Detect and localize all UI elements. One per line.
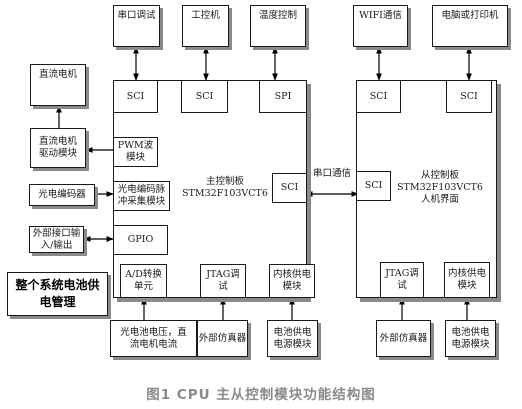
system-battery-management-title: 整个系统电池供 电管理 <box>7 272 108 316</box>
master-board-title: 主控制板 STM32F103VCT6 <box>182 176 268 199</box>
master-sci-right: SCI <box>272 173 307 203</box>
serial-debug-device: 串口调试 <box>113 5 160 47</box>
dc-motor: 直流电机 <box>30 64 86 106</box>
master-sci-2: SCI <box>181 80 228 113</box>
external-emulator-2: 外部仿真器 <box>376 320 431 357</box>
ipc-device: 工控机 <box>182 5 229 47</box>
master-core-power: 内核供电 模块 <box>269 264 315 298</box>
motor-driver-module: 直流电机 驱动模块 <box>30 128 86 168</box>
pc-printer-device: 电脑或打印机 <box>432 5 508 47</box>
slave-sci-top-right: SCI <box>446 80 492 113</box>
master-gpio: GPIO <box>113 225 168 255</box>
temp-control-device: 温度控制 <box>250 5 306 47</box>
wifi-device: WIFI通信 <box>353 5 408 47</box>
slave-core-power: 内核供电 模块 <box>444 262 490 298</box>
master-photo-pulse-module: 光电编码脉 冲采集模块 <box>113 181 170 211</box>
figure-caption: 图1 CPU 主从控制模块功能结构图 <box>146 387 376 403</box>
battery-power-module-1: 电池供电 电源模块 <box>267 320 318 357</box>
master-jtag: JTAG调 试 <box>200 264 246 298</box>
master-pwm-module: PWM波 模块 <box>113 137 158 167</box>
external-io: 外部接口输 入/输出 <box>29 226 84 253</box>
battery-power-module-2: 电池供电 电源模块 <box>445 320 496 357</box>
slave-sci-top-left: SCI <box>356 80 401 113</box>
pv-voltage-motor-current: 光电池电压，直 流电机电流 <box>110 320 197 357</box>
slave-board-title: 从控制板 STM32F103VCT6 人机界面 <box>397 170 483 205</box>
photo-encoder: 光电编码器 <box>29 184 95 206</box>
master-spi: SPI <box>259 80 307 113</box>
slave-jtag: JTAG调 试 <box>380 262 424 298</box>
master-adc-unit: A/D转换 单元 <box>120 264 167 298</box>
master-sci-1: SCI <box>113 80 158 113</box>
external-emulator-1: 外部仿真器 <box>197 320 248 357</box>
slave-sci-left: SCI <box>356 171 391 201</box>
serial-link-label: 串口通信 <box>312 168 351 179</box>
